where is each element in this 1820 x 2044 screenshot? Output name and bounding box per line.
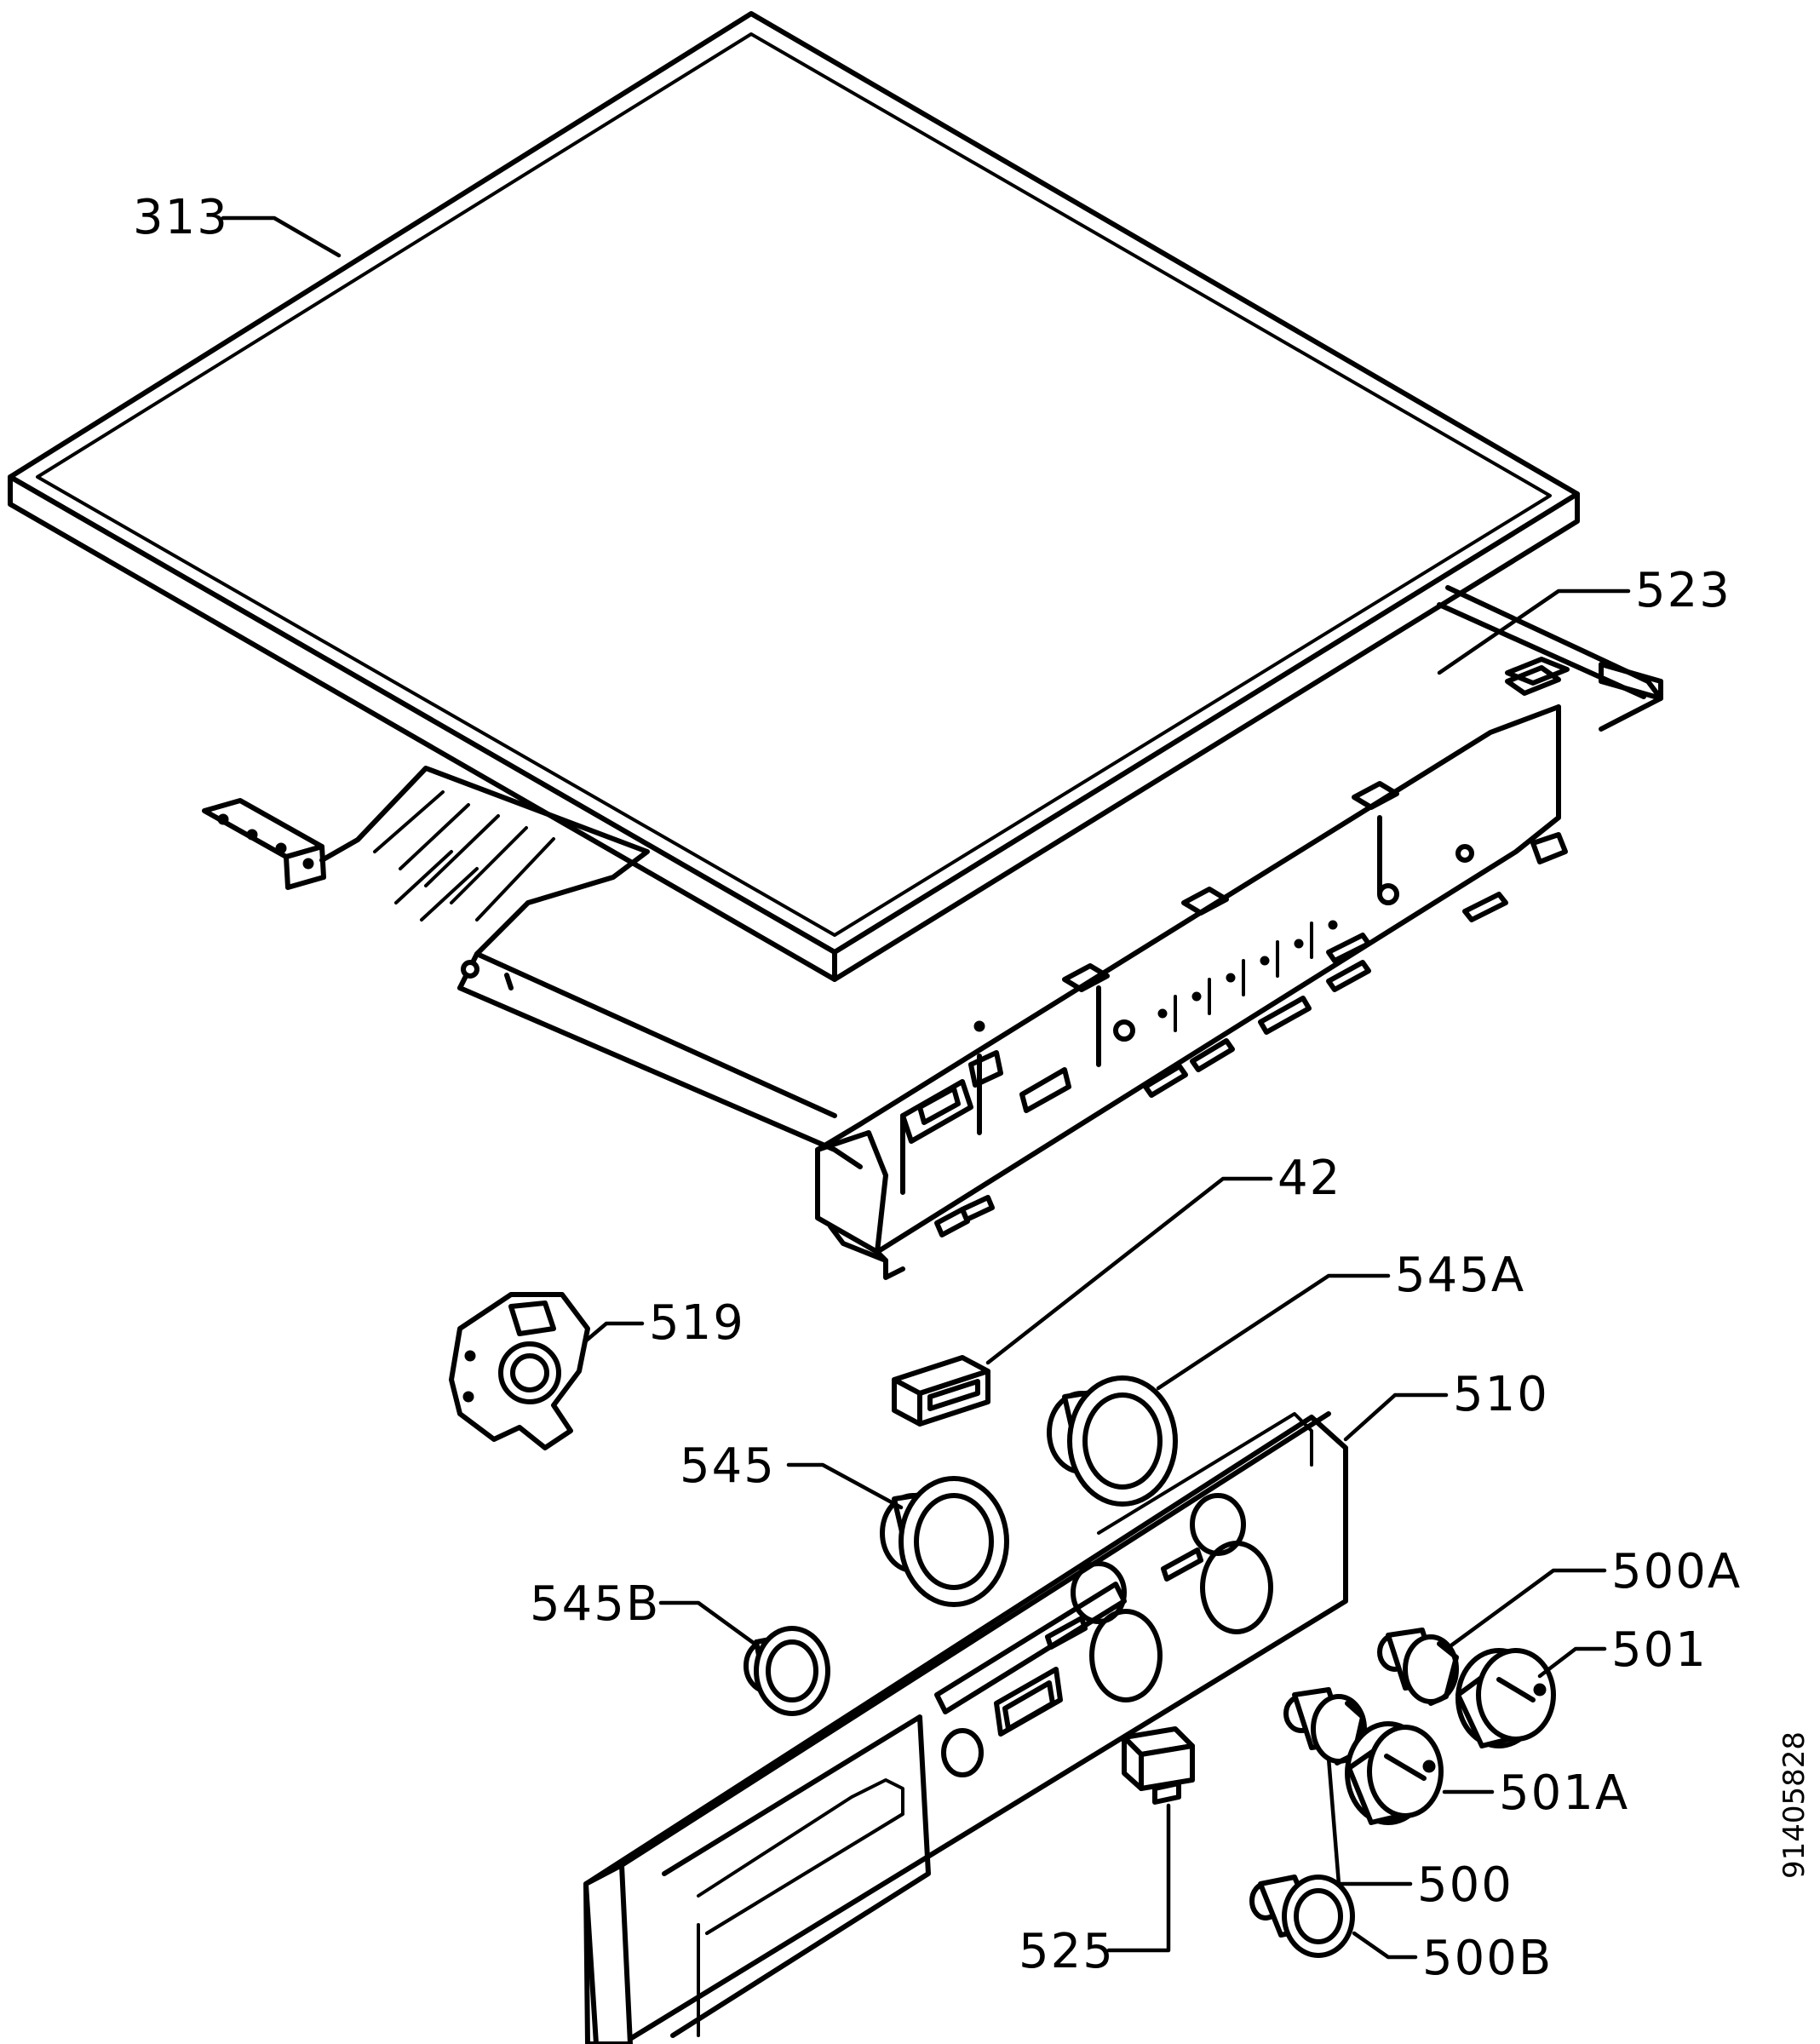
callout-313: 313 [133, 190, 229, 245]
part-313-top-panel [8, 11, 1580, 982]
leader-519 [582, 1321, 645, 1345]
callout-525: 525 [1019, 1924, 1115, 1979]
leader-500 [1326, 1755, 1413, 1886]
callout-545: 545 [680, 1438, 776, 1494]
callout-labels: 313 523 42 519 545A 510 545 545B 500A 50… [133, 190, 1742, 1986]
callout-510: 510 [1453, 1367, 1549, 1422]
leader-313 [221, 215, 342, 258]
leader-501 [1537, 1646, 1607, 1679]
part-501-knob [1455, 1648, 1556, 1748]
callout-500A: 500A [1611, 1544, 1742, 1599]
part-500A-knob-shaft [1377, 1628, 1459, 1706]
part-545-knob-sleeve [880, 1476, 1009, 1607]
callout-501: 501 [1611, 1622, 1708, 1678]
leader-545A [1156, 1273, 1391, 1391]
part-525-switch [1122, 1726, 1195, 1805]
part-519-bracket [449, 1292, 590, 1450]
part-545B-small-sleeve [744, 1626, 830, 1716]
leader-500A [1449, 1568, 1607, 1648]
leader-42 [985, 1176, 1273, 1365]
leader-510 [1343, 1392, 1449, 1442]
leader-lines [221, 215, 1631, 1960]
callout-500B: 500B [1422, 1931, 1553, 1986]
leader-545 [786, 1462, 904, 1510]
leader-523 [1437, 589, 1631, 675]
leader-525 [1106, 1803, 1171, 1953]
part-500B-knob-shaft [1249, 1875, 1355, 1958]
callout-501A: 501A [1499, 1766, 1629, 1821]
drawing-code: 91405828 [1777, 1731, 1811, 1879]
callout-545A: 545A [1395, 1248, 1525, 1303]
callout-519: 519 [649, 1295, 745, 1351]
part-501A-knob [1345, 1721, 1444, 1825]
leader-500B [1352, 1931, 1418, 1960]
part-545A-knob-sleeve [1047, 1375, 1178, 1507]
callout-545B: 545B [530, 1576, 660, 1632]
part-523-top-frame [202, 585, 1663, 1280]
part-510-control-panel [583, 1411, 1348, 2044]
callout-500: 500 [1417, 1857, 1513, 1913]
part-42-switch-block [892, 1355, 990, 1427]
callout-42: 42 [1277, 1151, 1341, 1206]
callout-523: 523 [1635, 563, 1731, 618]
leader-545B [658, 1600, 757, 1646]
